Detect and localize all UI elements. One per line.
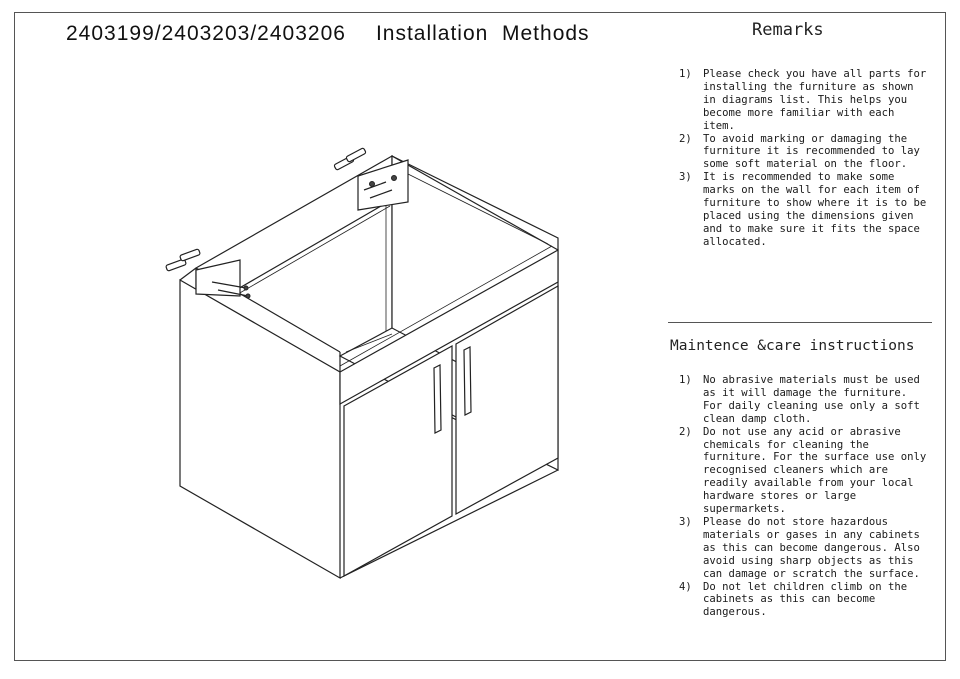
screw-4 [217, 289, 249, 297]
remarks-item: 2)To avoid marking or damaging the furni… [679, 132, 920, 171]
remarks-heading: Remarks [752, 20, 824, 40]
title-text: Installation Methods [375, 22, 590, 45]
wall-plug-3 [165, 258, 187, 272]
top-rail-inner-edge [339, 245, 553, 367]
top-right-edge [391, 155, 559, 251]
remarks-list: 1)Please check you have all parts for in… [679, 68, 929, 249]
remarks-item: 1)Please check you have all parts for in… [679, 68, 927, 132]
inner-floor-edge [345, 333, 393, 353]
right-bracket [357, 159, 409, 211]
right-door-handle [463, 346, 472, 416]
care-item: 1)No abrasive materials must be used as … [679, 374, 920, 425]
screw-2 [369, 189, 393, 199]
wall-plugs-upper [333, 147, 393, 199]
screw-head-3 [243, 285, 249, 291]
hanging-rail [235, 201, 389, 291]
page-title: 2403199/2403203/2403206 Installation Meth… [66, 22, 590, 46]
product-codes: 2403199/2403203/2403206 [66, 22, 346, 45]
section-divider [668, 322, 932, 323]
left-side-top-edge [179, 267, 197, 281]
screw-3 [211, 281, 247, 289]
care-item: 4)Do not let children climb on the cabin… [679, 580, 908, 619]
left-door-handle [433, 364, 442, 434]
right-side-inner-edge [391, 165, 549, 245]
cabinet-top-rail [339, 248, 559, 406]
wall-plug-4 [179, 248, 201, 262]
care-instructions-list: 1)No abrasive materials must be used as … [679, 374, 929, 619]
right-door [455, 284, 559, 516]
screw-1 [363, 181, 387, 191]
right-bracket-hole-1 [369, 181, 375, 187]
left-bracket [195, 259, 241, 297]
care-item: 2)Do not use any acid or abrasive chemic… [679, 425, 927, 516]
screw-head-4 [245, 293, 251, 299]
care-item: 3)Please do not store hazardous material… [679, 515, 920, 580]
wall-plug-2 [345, 147, 367, 163]
drawing-sheet-border [14, 12, 946, 661]
cabinet-bottom-front [339, 469, 559, 579]
right-bracket-hole-2 [391, 175, 397, 181]
care-heading: Maintence &care instructions [670, 338, 915, 354]
wall-plugs-lower [165, 248, 251, 299]
hanging-rail-lower [237, 205, 391, 295]
remarks-item: 3)It is recommended to make some marks o… [679, 171, 927, 248]
left-door [343, 344, 453, 578]
